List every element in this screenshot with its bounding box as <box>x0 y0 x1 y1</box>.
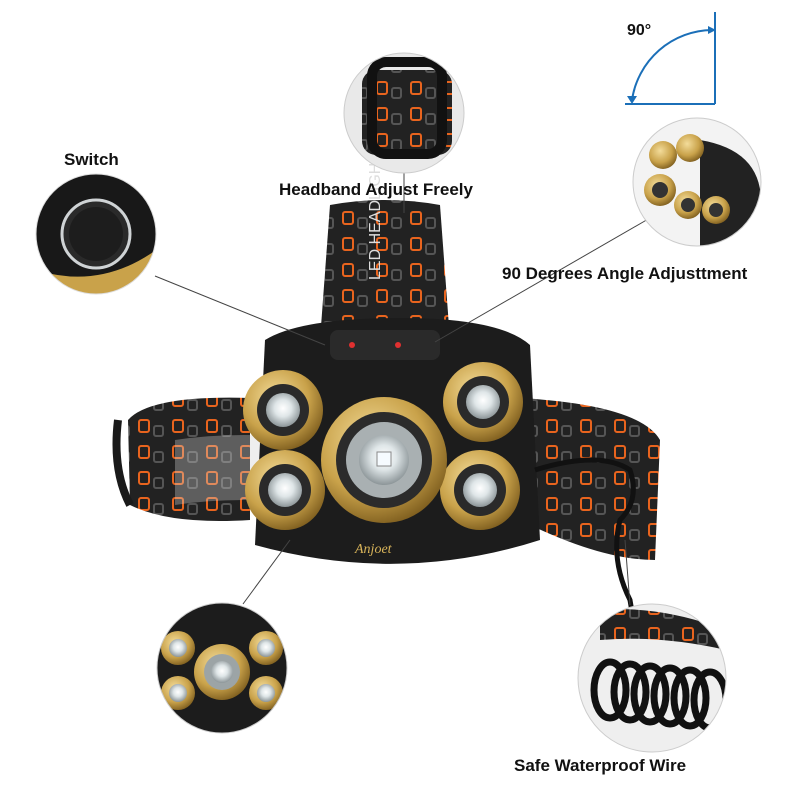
side-lamp-top-left <box>243 370 323 450</box>
detail-wire <box>577 603 727 753</box>
detail-front-lamps <box>156 602 288 734</box>
leader-lines <box>154 173 651 606</box>
side-lamp-bottom-left <box>245 450 325 530</box>
label-headband: Headband Adjust Freely <box>279 180 473 199</box>
coiled-wire <box>534 457 643 661</box>
band-print: LED HEADLIGHT <box>367 153 384 280</box>
label-waterproof-wire: Safe Waterproof Wire <box>514 756 687 775</box>
side-lamp-bottom-right <box>440 450 520 530</box>
brand-logo: Anjoet <box>354 542 393 557</box>
label-switch: Switch <box>64 150 119 169</box>
detail-headband <box>343 52 465 174</box>
side-lamp-top-right <box>443 362 523 442</box>
center-lamp <box>321 397 447 523</box>
detail-switch <box>35 173 157 295</box>
angle-diagram-icon <box>625 12 716 105</box>
label-degree: 90° <box>627 22 652 39</box>
detail-angle <box>632 117 762 247</box>
label-angle-adjustment: 90 Degrees Angle Adjusttment <box>502 264 748 283</box>
